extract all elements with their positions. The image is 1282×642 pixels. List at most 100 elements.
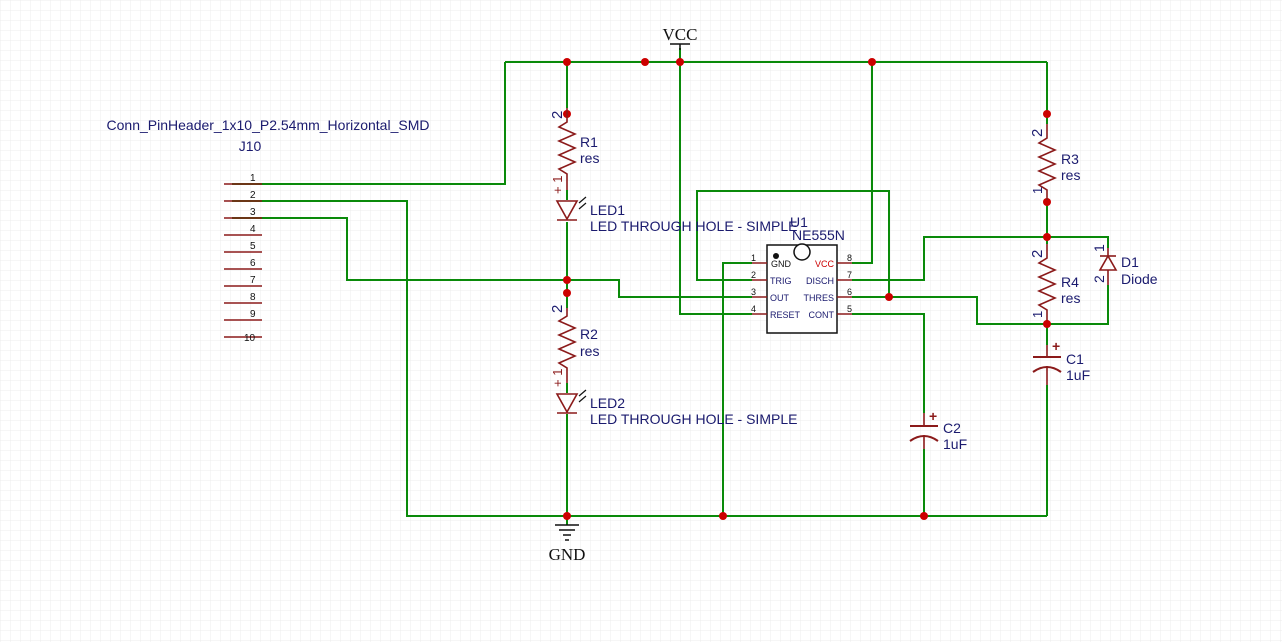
connector-pin-number: 9	[250, 309, 256, 320]
diode-d1[interactable]: 1 2 D1 Diode	[1091, 244, 1158, 287]
connector-pin-number: 5	[250, 241, 256, 252]
connector-pin-number: 8	[250, 292, 256, 303]
diode-ref: D1	[1121, 254, 1139, 270]
resistor-pin-label: + 1	[550, 369, 565, 387]
resistor-pin-label: 2	[1029, 250, 1046, 258]
connector-ref: J10	[239, 138, 262, 154]
connector-pin-number: 3	[250, 207, 256, 218]
led-ref: LED1	[590, 202, 625, 218]
ic-pin-name: TRIG	[770, 276, 792, 286]
ic-pin-number: 4	[751, 304, 756, 314]
resistor-r2[interactable]: 2 + 1 R2 res	[549, 305, 599, 387]
junction-dot	[1043, 110, 1051, 118]
ic-pin-number: 2	[751, 270, 756, 280]
junction-dot	[1043, 320, 1051, 328]
ic-pin-number: 1	[751, 253, 756, 263]
wire-out	[567, 279, 752, 298]
ic-notch	[793, 243, 811, 261]
resistor-value: res	[1061, 290, 1080, 306]
vcc-symbol[interactable]: VCC	[663, 25, 698, 50]
junction-dot	[885, 293, 893, 301]
gnd-symbol[interactable]: GND	[549, 524, 586, 564]
wire-disch	[852, 236, 1109, 281]
capacitor-ref: C2	[943, 420, 961, 436]
capacitor-ref: C1	[1066, 351, 1084, 367]
ic-pin-name: OUT	[770, 293, 790, 303]
junctions	[563, 58, 1051, 520]
resistor-r4[interactable]: 2 1 R4 res	[1029, 244, 1080, 320]
led-led1[interactable]: LED1 LED THROUGH HOLE - SIMPLE	[555, 196, 797, 234]
wire-cont	[852, 313, 925, 413]
junction-dot	[676, 58, 684, 66]
capacitor-c2[interactable]: + C2 1uF	[909, 408, 967, 452]
junction-dot	[719, 512, 727, 520]
ic-ref: U1	[790, 214, 808, 230]
connector-name: Conn_PinHeader_1x10_P2.54mm_Horizontal_S…	[107, 117, 430, 133]
ic-u1[interactable]: U1 NE555N 1 2 3 4 8 7 6 5 GND TRIG	[751, 214, 852, 334]
ic-pin-name: VCC	[815, 259, 835, 269]
wire-vcc-reset	[679, 48, 752, 315]
wire-trig	[696, 190, 890, 297]
ic-pin-name: GND	[771, 259, 792, 269]
connector-pin-number: 1	[250, 173, 256, 184]
connector-pin-number: 7	[250, 275, 256, 286]
ic-pin-number: 7	[847, 270, 852, 280]
capacitor-c1[interactable]: + C1 1uF	[1032, 338, 1090, 385]
led-ref: LED2	[590, 395, 625, 411]
resistor-pin-label: 2	[549, 305, 566, 313]
resistor-ref: R4	[1061, 274, 1079, 290]
ic-pin-number: 3	[751, 287, 756, 297]
diode-value: Diode	[1121, 271, 1158, 287]
wire-vcc-pin8	[852, 62, 873, 264]
connector-j10[interactable]: Conn_PinHeader_1x10_P2.54mm_Horizontal_S…	[107, 117, 430, 344]
junction-dot	[1043, 233, 1051, 241]
led-value: LED THROUGH HOLE - SIMPLE	[590, 411, 797, 427]
ic-pin-name: THRES	[803, 293, 834, 303]
gnd-label: GND	[549, 545, 586, 564]
junction-dot	[563, 512, 571, 520]
ic-pin1-marker	[773, 253, 779, 259]
ic-pin-name: RESET	[770, 310, 801, 320]
resistor-pin-label: + 1	[550, 176, 565, 194]
connector-pin-number: 6	[250, 258, 256, 269]
ic-pin-number: 8	[847, 253, 852, 263]
led-value: LED THROUGH HOLE - SIMPLE	[590, 218, 797, 234]
ic-value: NE555N	[792, 227, 845, 243]
wire-gnd-pin1	[722, 262, 752, 516]
resistor-r3[interactable]: 2 1 R3 res	[1029, 124, 1080, 200]
junction-dot	[868, 58, 876, 66]
connector-pins	[224, 183, 262, 338]
ic-pin-name: CONT	[809, 310, 835, 320]
resistor-ref: R1	[580, 134, 598, 150]
junction-dot	[563, 289, 571, 297]
capacitor-value: 1uF	[943, 436, 967, 452]
ic-pin-name: DISCH	[806, 276, 834, 286]
wire-thres	[852, 285, 1109, 325]
connector-pin-number: 2	[250, 190, 256, 201]
junction-dot	[563, 276, 571, 284]
junction-dot	[1043, 198, 1051, 206]
connector-pin-number: 4	[250, 224, 256, 235]
resistor-r1[interactable]: 2 + 1 R1 res	[549, 108, 599, 194]
ic-pin-number: 5	[847, 304, 852, 314]
junction-dot	[641, 58, 649, 66]
wire-j10-pin1	[232, 62, 506, 185]
resistor-value: res	[580, 343, 599, 359]
resistor-pin-label: 2	[1029, 129, 1046, 137]
capacitor-value: 1uF	[1066, 367, 1090, 383]
junction-dot	[920, 512, 928, 520]
led-led2[interactable]: LED2 LED THROUGH HOLE - SIMPLE	[555, 389, 797, 427]
diode-pin-label: 1	[1091, 244, 1107, 252]
resistor-value: res	[580, 150, 599, 166]
resistor-pin-label: 1	[1030, 187, 1045, 194]
resistor-ref: R2	[580, 326, 598, 342]
wires	[232, 48, 1109, 525]
junction-dot	[563, 58, 571, 66]
capacitor-plus: +	[1052, 338, 1060, 354]
diode-pin-label: 2	[1091, 275, 1107, 283]
vcc-label: VCC	[663, 25, 698, 44]
resistor-value: res	[1061, 167, 1080, 183]
resistor-pin-label: 2	[549, 111, 566, 119]
